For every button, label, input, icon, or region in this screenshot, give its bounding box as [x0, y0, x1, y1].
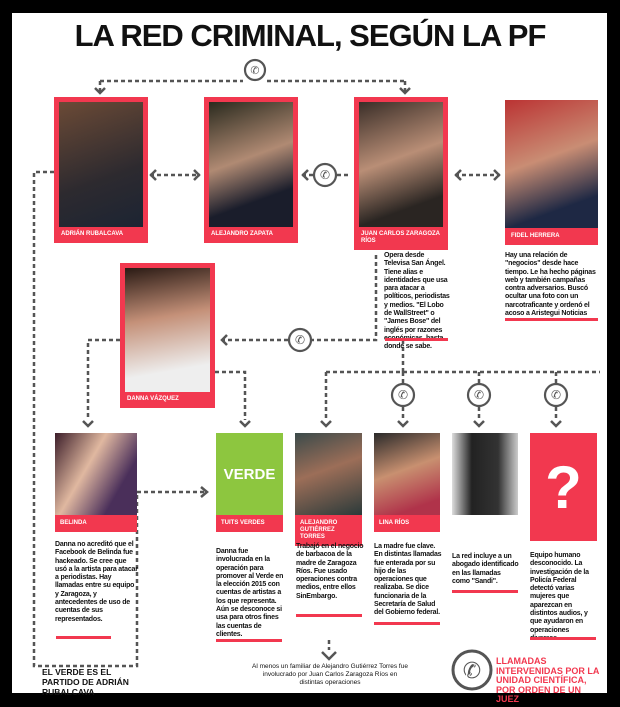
- svg-text:✆: ✆: [295, 333, 305, 347]
- person-description: Trabajó en el negocio de barbacoa de la …: [296, 543, 364, 600]
- person-photo: [359, 102, 443, 227]
- person-name: ALEJANDRO ZAPATA: [211, 231, 273, 237]
- person-card-danna-vazquez[interactable]: DANNA VÁZQUEZ: [120, 263, 215, 408]
- person-card-belinda[interactable]: BELINDA: [55, 433, 137, 532]
- svg-text:✆: ✆: [398, 388, 408, 402]
- divider: [374, 622, 440, 625]
- person-card-alejandro-zapata[interactable]: ALEJANDRO ZAPATA: [204, 97, 298, 243]
- person-name: ALEJANDRO GUTIÉRREZ TORRES: [300, 520, 338, 540]
- person-name: LINA RÍOS: [379, 520, 410, 526]
- svg-text:✆: ✆: [474, 388, 484, 402]
- person-description: La red incluye a un abogado identificado…: [452, 553, 519, 585]
- person-description: Equipo humano desconocido. La investigac…: [530, 552, 589, 642]
- person-description: Danna fue involucrada en la operación pa…: [216, 548, 284, 638]
- question-mark-icon: ?: [545, 453, 582, 521]
- svg-text:✆: ✆: [463, 659, 481, 684]
- person-name: TUITS VERDES: [221, 520, 265, 526]
- legend-phone-icon: [451, 649, 493, 691]
- person-photo: [452, 433, 518, 515]
- person-photo: [209, 102, 293, 227]
- divider: [296, 614, 362, 617]
- svg-text:✆: ✆: [551, 388, 561, 402]
- person-name: DANNA VÁZQUEZ: [127, 396, 179, 402]
- legend-text: LLAMADAS INTERVENIDAS POR LA UNIDAD CIEN…: [496, 656, 600, 704]
- person-description: Hay una relación de "negocios" desde hac…: [505, 252, 596, 318]
- person-card-lina-rios[interactable]: LINA RÍOS: [374, 433, 440, 532]
- person-photo: [505, 100, 598, 228]
- phone-icon: [543, 382, 569, 408]
- divider: [530, 637, 596, 640]
- divider: [505, 318, 598, 321]
- footnote-verde: EL VERDE ES EL PARTIDO DE ADRIÁN RUBALCA…: [42, 667, 129, 697]
- divider: [385, 338, 448, 341]
- phone-icon: [312, 162, 338, 188]
- person-name: BELINDA: [60, 520, 87, 526]
- person-card-alejandro-gutierrez[interactable]: ALEJANDRO GUTIÉRREZ TORRES: [295, 433, 362, 546]
- person-card-abogado[interactable]: [452, 433, 518, 515]
- page-title: LA RED CRIMINAL, SEGÚN LA PF: [74, 18, 547, 53]
- person-description: Danna no acreditó que el Facebook de Bel…: [55, 541, 138, 623]
- footnote-familiar: Al menos un familiar de Alejandro Gutiér…: [252, 663, 408, 686]
- person-card-fidel-herrera[interactable]: FIDEL HERRERA: [505, 100, 598, 245]
- phone-icon: [243, 58, 267, 82]
- divider: [216, 639, 282, 642]
- person-description: La madre fue clave. En distintas llamada…: [374, 543, 442, 617]
- person-photo: [374, 433, 440, 515]
- svg-text:✆: ✆: [320, 168, 330, 182]
- person-name: FIDEL HERRERA: [511, 233, 560, 239]
- person-photo: [295, 433, 362, 515]
- person-card-adrian-rubalcava[interactable]: ADRIÁN RUBALCAVA: [54, 97, 148, 243]
- verde-logo: VERDE: [216, 433, 283, 515]
- person-card-tuits-verdes[interactable]: VERDE TUITS VERDES: [216, 433, 283, 532]
- svg-text:✆: ✆: [250, 64, 259, 77]
- person-photo: [125, 268, 210, 392]
- phone-icon: [390, 382, 416, 408]
- person-card-unknown[interactable]: ?: [530, 433, 597, 541]
- person-description: Opera desde Televisa San Ángel. Tiene al…: [384, 252, 450, 351]
- phone-icons: [243, 58, 569, 691]
- phone-icon: [287, 327, 313, 353]
- person-photo: [55, 433, 137, 515]
- person-card-juan-carlos-zaragoza[interactable]: JUAN CARLOS ZARAGOZA RÍOS: [354, 97, 448, 250]
- person-name: JUAN CARLOS ZARAGOZA RÍOS: [361, 231, 440, 244]
- person-name: ADRIÁN RUBALCAVA: [61, 231, 124, 237]
- phone-icon: [466, 382, 492, 408]
- divider: [452, 590, 518, 593]
- divider: [56, 636, 111, 639]
- arrowheads: [82, 87, 562, 661]
- person-photo: [59, 102, 143, 227]
